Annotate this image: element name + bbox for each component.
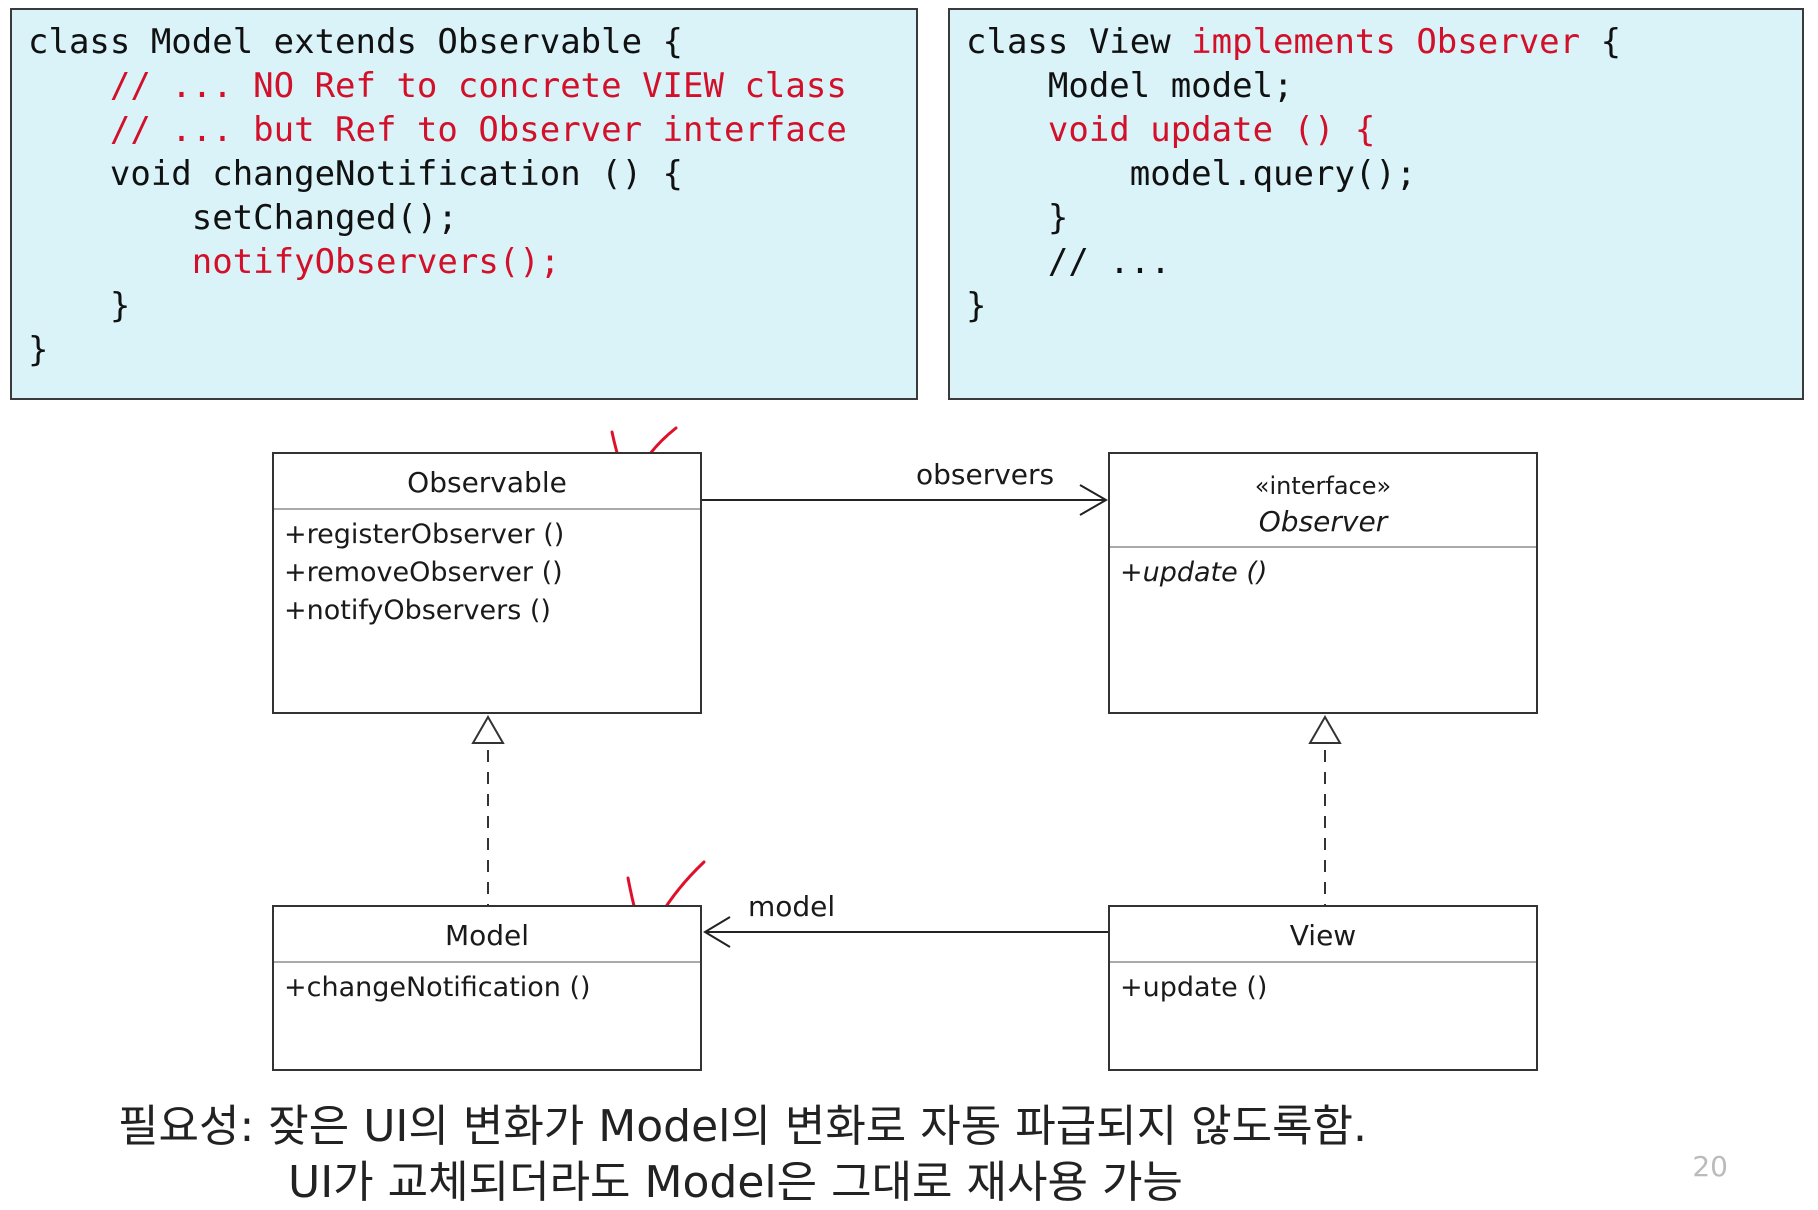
operation: +registerObserver ()	[284, 519, 565, 550]
operation: +removeObserver ()	[284, 557, 563, 588]
model-generalization-triangle	[471, 714, 505, 744]
code-line: }	[966, 198, 1069, 238]
uml-class-view: View +update ()	[1108, 905, 1538, 1071]
class-operations: +changeNotification ()	[274, 963, 700, 1007]
stereotype: «interface»	[1254, 472, 1392, 500]
operation: +update ()	[1120, 557, 1268, 588]
code-line: }	[28, 330, 49, 370]
code-line: Model model;	[966, 66, 1294, 106]
code-lines: class Model extends Observable { // ... …	[28, 20, 916, 372]
code-line: void changeNotification () {	[28, 154, 684, 194]
model-arrowhead	[703, 916, 731, 948]
code-box-view: class View implements Observer { Model m…	[948, 8, 1804, 400]
uml-class-observable: Observable +registerObserver () +removeO…	[272, 452, 702, 714]
uml-interface-observer: «interface» Observer +update ()	[1108, 452, 1538, 714]
page-number: 20	[1692, 1150, 1728, 1183]
interface-header: «interface» Observer	[1110, 454, 1536, 548]
code-line: notifyObservers();	[28, 242, 561, 282]
class-operations: +update ()	[1110, 548, 1536, 592]
code-text: {	[1580, 22, 1622, 62]
uml-class-model: Model +changeNotification ()	[272, 905, 702, 1071]
code-line: }	[966, 286, 987, 326]
code-text-highlight: implements Observer	[1191, 22, 1581, 62]
footer-line-2: UI가 교체되더라도 Model은 그대로 재사용 가능	[288, 1157, 1183, 1208]
code-line: class Model extends Observable {	[28, 22, 684, 62]
operation: +update ()	[1120, 972, 1268, 1003]
code-line: }	[28, 286, 131, 326]
code-text: class View	[966, 22, 1192, 62]
class-name: Model	[274, 907, 700, 963]
class-name: Observable	[274, 454, 700, 510]
model-association-label: model	[748, 890, 836, 923]
class-name: View	[1110, 907, 1536, 963]
code-line: // ... NO Ref to concrete VIEW class	[28, 66, 847, 106]
class-operations: +update ()	[1110, 963, 1536, 1007]
code-line: void update () {	[966, 110, 1376, 150]
code-line: // ... but Ref to Observer interface	[28, 110, 847, 150]
class-name: Observer	[1258, 505, 1388, 538]
footer-line-1: 필요성: 잦은 UI의 변화가 Model의 변화로 자동 파급되지 않도록함.	[118, 1101, 1368, 1152]
operation: +notifyObservers ()	[284, 595, 551, 626]
code-line: model.query();	[966, 154, 1417, 194]
code-box-model: class Model extends Observable { // ... …	[10, 8, 918, 400]
code-line: class View implements Observer {	[966, 20, 1802, 64]
code-line: // ...	[966, 242, 1171, 282]
observers-association-label: observers	[916, 458, 1055, 491]
observers-arrowhead	[1079, 484, 1109, 516]
code-line: setChanged();	[28, 198, 458, 238]
view-realization-triangle	[1308, 714, 1342, 744]
class-operations: +registerObserver () +removeObserver () …	[274, 510, 700, 630]
operation: +changeNotification ()	[284, 972, 591, 1003]
